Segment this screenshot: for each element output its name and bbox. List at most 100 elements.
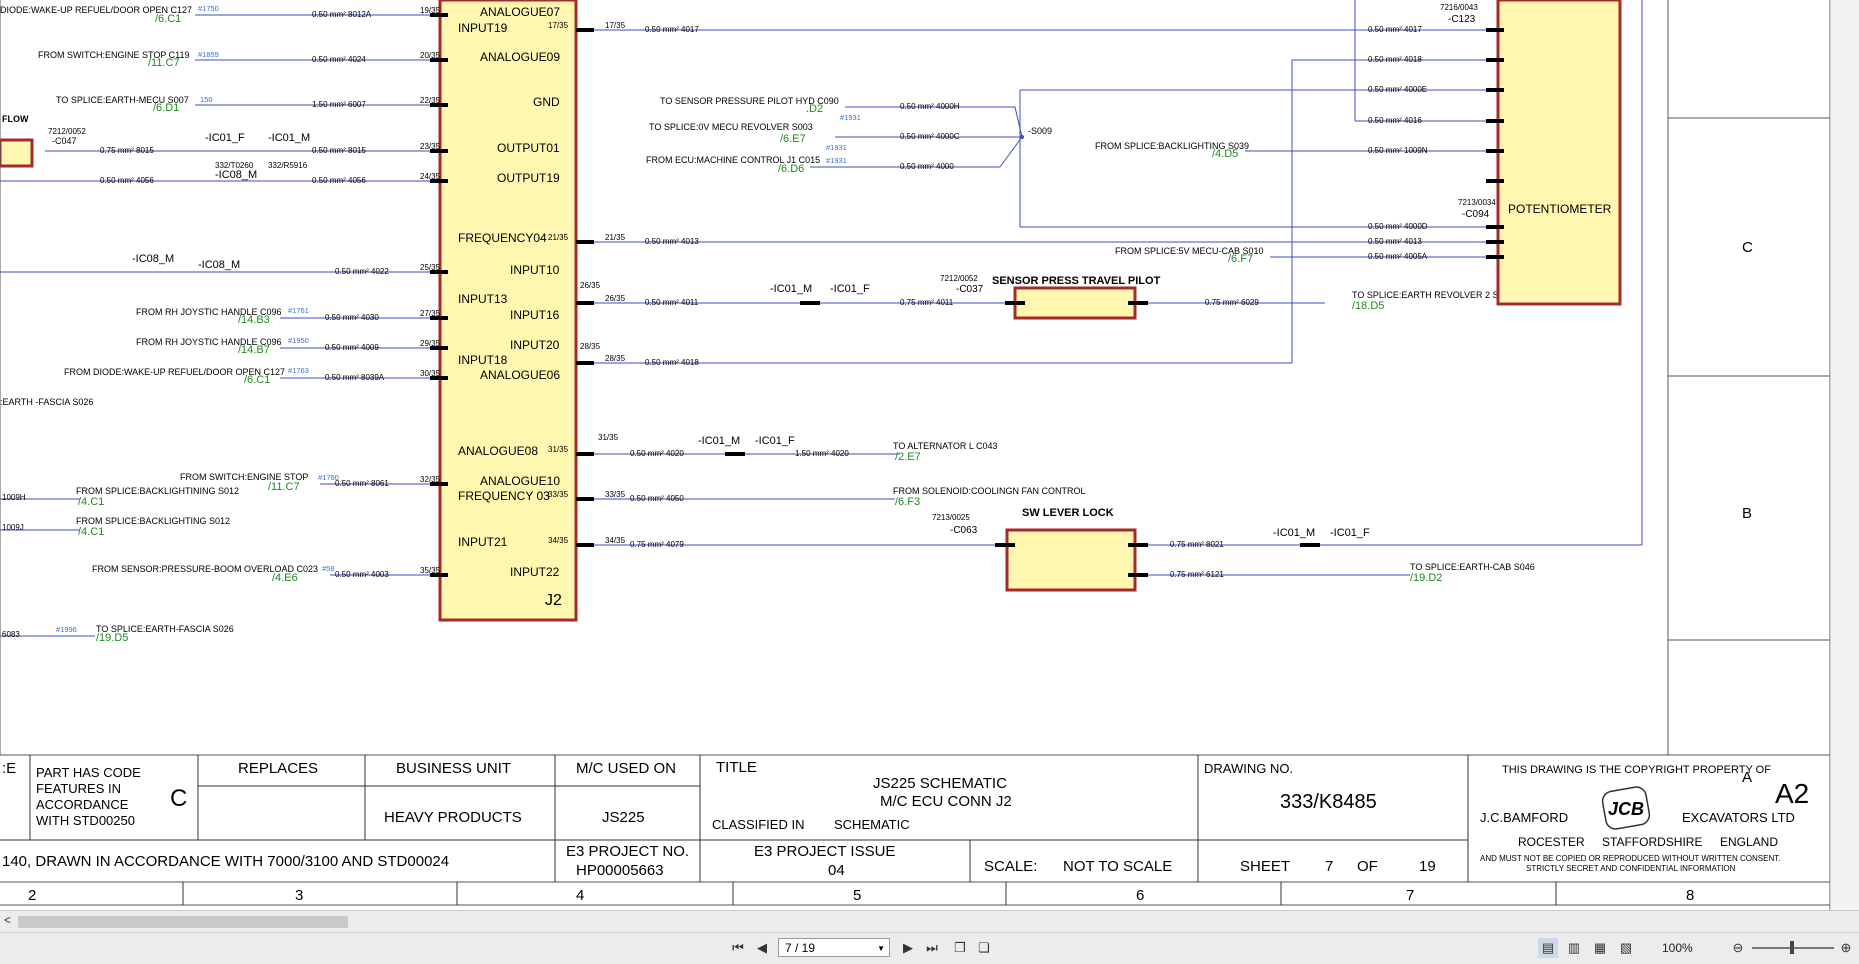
label-backlight: FROM SPLICE:BACKLIGHTING S012	[76, 516, 230, 526]
previous-page-icon[interactable]: ◀	[757, 940, 767, 955]
component-sw-lever	[1005, 528, 1137, 592]
ref-backlight-s039[interactable]: /4.D5	[1212, 148, 1238, 160]
page-dropdown-icon[interactable]: ▼	[877, 944, 885, 953]
zoom-slider-knob[interactable]	[1790, 941, 1794, 954]
logo-text: JCB	[1608, 799, 1644, 819]
ref-splice-earth[interactable]: /6.D1	[153, 102, 179, 114]
zoom-out-icon[interactable]: ⊖	[1732, 940, 1744, 955]
part-t0260: 332/T0260	[215, 161, 254, 170]
component-travel-pilot	[1013, 286, 1137, 320]
wire-id: #1931	[840, 113, 861, 122]
wire-label: 1009J	[2, 523, 24, 532]
ref-earth-fascia[interactable]: /19.D5	[96, 632, 128, 644]
tb-sheet-label: SHEET	[1240, 858, 1290, 875]
label-sw-lever: SW LEVER LOCK	[1022, 507, 1114, 519]
wire-label: 1009H	[2, 493, 26, 502]
connector-j2-name: J2	[545, 592, 562, 609]
label-diode-top: DIODE:WAKE-UP REFUEL/DOOR OPEN C127	[0, 5, 192, 15]
last-page-icon[interactable]: ⏭	[926, 940, 938, 955]
paste-icon[interactable]: ❏	[978, 940, 990, 955]
wire-label: 0.50 mm² 4000C	[900, 132, 960, 141]
ref-ov-mecu[interactable]: /6.E7	[780, 133, 806, 145]
part-number: 7212/0052	[940, 274, 978, 283]
wire-id: #1761	[288, 306, 309, 315]
part-r5916: 332/R5916	[268, 161, 308, 170]
pin-label: INPUT20	[510, 338, 560, 352]
ref-earth-revolver[interactable]: /18.D5	[1352, 300, 1384, 312]
ref-diode-top[interactable]: /6.C1	[155, 13, 181, 25]
single-page-view-icon[interactable]: ▤	[1538, 938, 1558, 958]
connector-c047: -C047	[52, 136, 77, 146]
pin-label: INPUT18	[458, 353, 508, 367]
vertical-scrollbar[interactable]	[1830, 0, 1859, 910]
label-solenoid: FROM SOLENOID:COOLINGN FAN CONTROL	[893, 486, 1086, 496]
ref-machine-ctrl[interactable]: /6.D6	[778, 163, 804, 175]
wire-label: 0.50 mm² 4000E	[1368, 85, 1427, 94]
row-letter-b: B	[1742, 505, 1752, 522]
ref-mecu-cab[interactable]: /6.F7	[1228, 253, 1253, 265]
label-ov-mecu: TO SPLICE:0V MECU REVOLVER S003	[649, 122, 813, 132]
ref-alternator[interactable]: /2.E7	[895, 451, 921, 463]
ref-backlight[interactable]: /4.C1	[78, 496, 104, 508]
connector-c094: -C094	[1462, 209, 1490, 220]
label-earth-fascia: TO SPLICE:EARTH-FASCIA S026	[96, 624, 234, 634]
next-page-icon[interactable]: ▶	[903, 940, 913, 955]
tb-title2: M/C ECU CONN J2	[880, 793, 1012, 810]
wire-label: 0.50 mm² 4022	[335, 267, 389, 276]
tb-business-unit: BUSINESS UNIT	[396, 760, 511, 777]
ref-earth-cab[interactable]: /19.D2	[1410, 572, 1442, 584]
pin-label: FREQUENCY04	[458, 231, 547, 245]
label-pressure-pilot: TO SENSOR PRESSURE PILOT HYD C090	[660, 96, 839, 106]
first-page-icon[interactable]: ⏮	[732, 940, 744, 955]
pin-number: 29/35	[420, 339, 441, 348]
wire-label: 0.75 mm² 8015	[100, 146, 154, 155]
page-number-field[interactable]: 7 / 19 ▼	[778, 938, 890, 957]
continuous-view-icon[interactable]: ▥	[1567, 940, 1581, 955]
schematic-drawing: J2 ANALOGUE07 INPUT19 ANALOGUE09 GND OUT…	[0, 0, 1830, 910]
splice-s009: -S009	[1028, 126, 1052, 136]
pin-number: 34/35	[548, 536, 569, 545]
ref-joystick[interactable]: /14.B3	[238, 314, 270, 326]
ref-switch-stop[interactable]: /11.C7	[148, 57, 180, 69]
zoom-level[interactable]: 100%	[1662, 941, 1693, 955]
ref-boom[interactable]: /4.E6	[272, 572, 298, 584]
fit-page-icon[interactable]: ▧	[1619, 940, 1633, 955]
wire-label: 1.50 mm² 6007	[312, 100, 366, 109]
j2-terminals	[430, 13, 594, 577]
pin-label: INPUT16	[510, 308, 560, 322]
bottom-toolbar: ⏮ ◀ 7 / 19 ▼ ▶ ⏭ ❐ ❏ ▤ ▥ ▦ ▧ 100% ⊖ ⊕	[0, 932, 1859, 964]
label-ic01f: -IC01_F	[1330, 527, 1370, 539]
wire-label: 0.50 mm² 4018	[645, 358, 699, 367]
scroll-left-icon[interactable]: <	[4, 913, 12, 927]
ref-pressure-pilot[interactable]: .D2	[806, 103, 823, 115]
jcb-logo: JCB	[1601, 786, 1651, 830]
zoom-in-icon[interactable]: ⊕	[1840, 940, 1852, 955]
wire-id: #58	[322, 564, 335, 573]
wire-id: #1763	[288, 366, 309, 375]
ref-diode[interactable]: /6.C1	[244, 374, 270, 386]
label-ic01m: -IC01_M	[698, 435, 740, 447]
label-alternator: TO ALTERNATOR L C043	[893, 441, 998, 451]
pin-number: 30/35	[420, 369, 441, 378]
ref-joystick[interactable]: /14.B7	[238, 344, 270, 356]
tb-scale-label: SCALE:	[984, 858, 1037, 875]
pin-number: 31/35	[548, 445, 569, 454]
wire-label: 0.50 mm² 8015	[312, 146, 366, 155]
tb-e3-project: HP00005663	[576, 862, 664, 879]
ref-backlight[interactable]: /4.C1	[78, 526, 104, 538]
label-diode: FROM DIODE:WAKE-UP REFUEL/DOOR OPEN C127	[64, 367, 285, 377]
right-wire-labels: 17/35 0.50 mm² 4017 21/35 0.50 mm² 4013 …	[598, 21, 699, 549]
ref-solenoid[interactable]: /6.F3	[895, 496, 920, 508]
label-earth-fascia: :EARTH -FASCIA S026	[0, 397, 93, 407]
horizontal-scrollbar[interactable]: <	[0, 910, 1859, 933]
horizontal-scroll-thumb[interactable]	[18, 916, 348, 928]
wire-label: 0.50 mm² 4011	[645, 298, 699, 307]
tb-js225: JS225	[602, 809, 645, 826]
ref-switch-stop[interactable]: /11.C7	[268, 481, 300, 493]
wire-label: 0.50 mm² 1009N	[1368, 146, 1428, 155]
two-page-view-icon[interactable]: ▦	[1593, 940, 1607, 955]
pin-number: 34/35	[605, 536, 626, 545]
copy-icon[interactable]: ❐	[954, 940, 966, 955]
pin-number: 26/35	[580, 281, 601, 290]
tb-disclaimer: AND MUST NOT BE COPIED OR REPRODUCED WIT…	[1480, 854, 1780, 863]
